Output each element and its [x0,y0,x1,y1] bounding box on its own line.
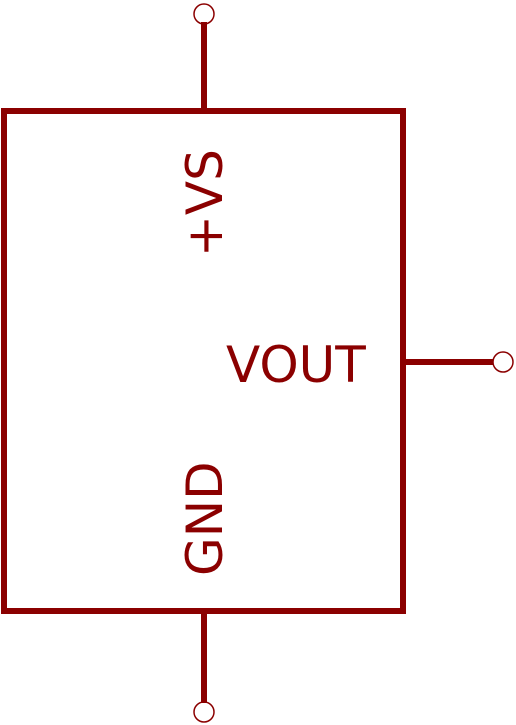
pin-vs-connection-point[interactable] [193,3,215,25]
pin-vout-label: VOUT [226,336,366,394]
pin-vs-label: +VS [176,149,234,257]
pin-vout-connection-point[interactable] [492,351,514,373]
pin-gnd-label: GND [176,461,234,576]
pin-vout: VOUT [226,336,514,394]
pin-gnd-connection-point[interactable] [193,701,215,723]
pin-vs: +VS [176,3,234,257]
pin-gnd: GND [176,461,234,723]
